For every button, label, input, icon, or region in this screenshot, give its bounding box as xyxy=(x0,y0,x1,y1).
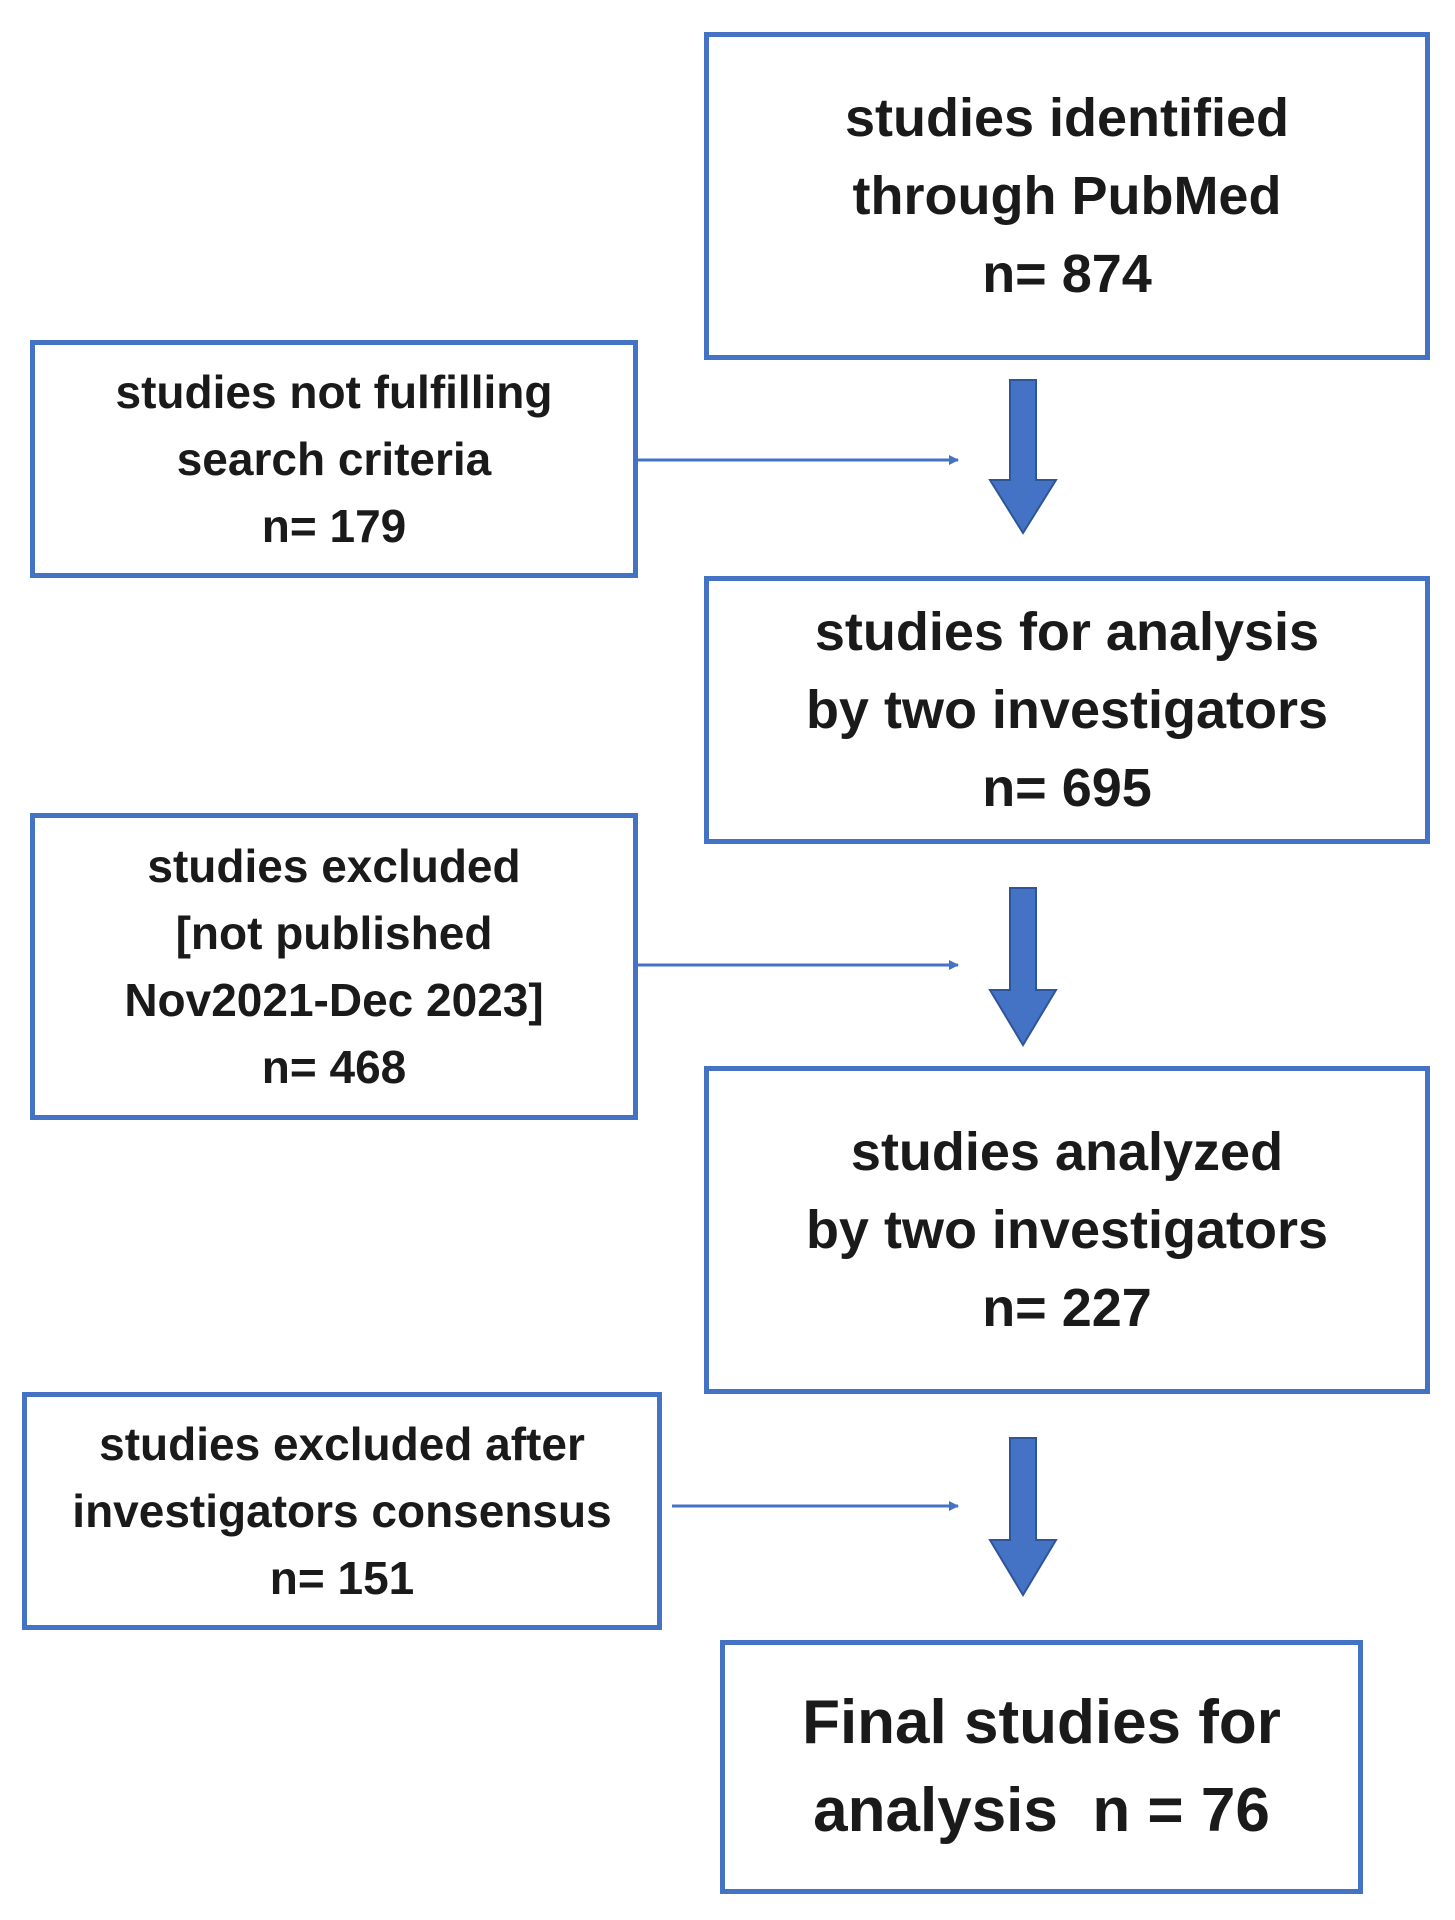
step-identified-box: studies identified through PubMed n= 874 xyxy=(704,32,1430,360)
step-analysis-count: n= 695 xyxy=(982,758,1152,818)
exclusion-not-fulfilling-box: studies not fulfilling search criteria n… xyxy=(30,340,638,578)
step-analyzed-line-1: studies analyzed xyxy=(850,1122,1284,1182)
step-identified-count: n= 874 xyxy=(982,244,1152,304)
exclusion-not-fulfilling-line-1: studies not fulfilling xyxy=(115,365,553,418)
step-final-line-1: Final studies for xyxy=(802,1688,1281,1757)
down-arrow-1 xyxy=(988,379,1058,535)
step-analyzed-line-2: by two investigators xyxy=(805,1200,1329,1260)
step-final-box: Final studies for analysis n = 76 xyxy=(720,1640,1363,1894)
step-analysis-line-1: studies for analysis xyxy=(814,602,1320,662)
down-arrow-3 xyxy=(988,1437,1058,1597)
step-final-line-2: analysis n = 76 xyxy=(813,1776,1270,1845)
step-analysis-box: studies for analysis by two investigator… xyxy=(704,576,1430,844)
down-arrow-2 xyxy=(988,887,1058,1047)
exclusion-consensus-line-2: investigators consensus xyxy=(72,1484,612,1537)
exclusion-not-published-count: n= 468 xyxy=(261,1040,407,1093)
exclusion-not-fulfilling-count: n= 179 xyxy=(261,499,407,552)
exclusion-consensus-box: studies excluded after investigators con… xyxy=(22,1392,662,1630)
step-analysis-line-2: by two investigators xyxy=(805,680,1329,740)
exclusion-not-published-box: studies excluded [not published Nov2021-… xyxy=(30,813,638,1120)
exclusion-consensus-count: n= 151 xyxy=(269,1551,415,1604)
step-identified-line-1: studies identified xyxy=(844,88,1290,148)
exclusion-not-published-line-1: studies excluded xyxy=(147,839,521,892)
step-analyzed-box: studies analyzed by two investigators n=… xyxy=(704,1066,1430,1394)
exclusion-not-published-line-2: [not published xyxy=(175,906,493,959)
exclusion-consensus-line-1: studies excluded after xyxy=(99,1417,585,1470)
exclusion-not-published-line-3: Nov2021-Dec 2023] xyxy=(124,973,544,1026)
exclusion-not-fulfilling-line-2: search criteria xyxy=(176,432,492,485)
step-identified-line-2: through PubMed xyxy=(852,166,1282,226)
step-analyzed-count: n= 227 xyxy=(982,1278,1152,1338)
